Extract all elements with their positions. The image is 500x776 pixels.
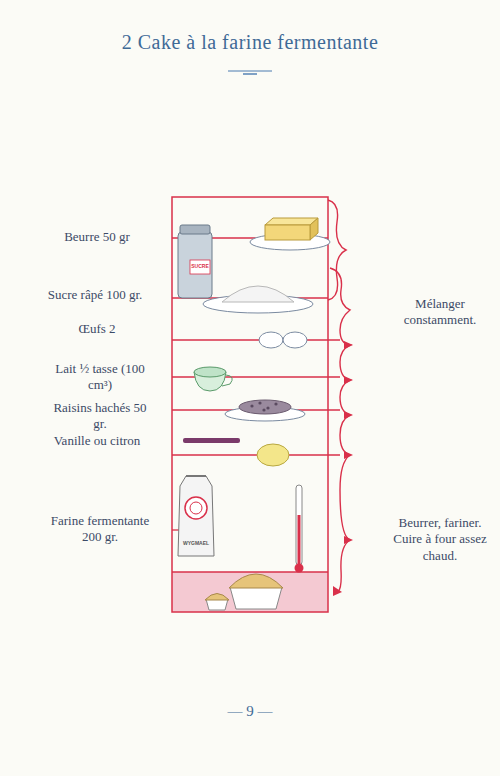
band-line [172, 571, 328, 572]
ingredient-label: Farine fermentante 200 gr. [41, 513, 159, 546]
raisin-plate [225, 400, 305, 421]
thermometer [295, 485, 304, 573]
egg [259, 332, 283, 348]
cup-rim [194, 367, 226, 377]
sugar-pile [222, 286, 294, 302]
raisins [250, 401, 277, 411]
flour-bag [178, 476, 214, 556]
ingredient-label: Raisins hachés 50 gr. [50, 400, 150, 433]
bag [178, 476, 214, 556]
ornament-line [228, 71, 272, 72]
thermometer-mercury [298, 515, 301, 567]
ingredient-label: Vanille ou citron [32, 433, 162, 449]
arrowhead [344, 451, 353, 459]
ingredient-label: Lait ½ tasse (100 cm³) [54, 361, 146, 394]
brace [328, 200, 346, 300]
wavy-brace [330, 268, 350, 592]
eggs [259, 332, 307, 348]
raisin-pile [239, 400, 291, 414]
arrowhead [344, 536, 353, 544]
raisin [262, 408, 265, 411]
bag-brand: WYGMAEL [178, 540, 214, 546]
raisin [274, 402, 277, 405]
title-ornament [228, 71, 272, 74]
cup-handle [222, 375, 232, 386]
egg [283, 332, 307, 348]
arrowhead [344, 411, 353, 419]
jar-lid [180, 225, 210, 234]
lemon [257, 444, 289, 466]
vanilla-pod [183, 438, 240, 443]
butter-block [265, 225, 310, 240]
cake [205, 574, 283, 610]
cake-top [229, 574, 283, 588]
ingredient-label: Sucre râpé 100 gr. [25, 287, 165, 303]
bag-tie [186, 475, 206, 477]
raisin [250, 404, 253, 407]
milk-cup [194, 367, 232, 391]
jar-body [178, 232, 212, 298]
recipe-title: 2 Cake à la farine fermentante [40, 30, 460, 55]
raisin [258, 401, 261, 404]
bag-logo [185, 497, 207, 519]
butter-top [265, 218, 318, 225]
thermometer-bulb [295, 564, 304, 573]
instruction-note: Mélanger constamment. [390, 296, 490, 329]
jar-text: SUCRE [188, 263, 212, 269]
ingredient-frame [172, 197, 328, 612]
cake-tin [230, 587, 282, 609]
instruction-note: Beurrer, fariner. Cuire à four assez cha… [393, 515, 488, 564]
arrowhead [333, 586, 342, 596]
brackets [328, 200, 350, 592]
leader-line [172, 339, 340, 340]
arrowhead [344, 376, 353, 384]
ingredient-label: Œufs 2 [47, 321, 147, 337]
ingredient-label: Beurre 50 gr [32, 229, 162, 245]
arrowhead [344, 341, 353, 349]
ornament-line [243, 73, 257, 74]
butter-side [310, 218, 318, 240]
arrowheads [333, 341, 353, 596]
leader-line [172, 454, 340, 455]
small-tin [206, 599, 228, 610]
oven-band [172, 572, 328, 612]
sugar-jar [178, 225, 212, 298]
small-cake-top [205, 594, 229, 601]
butter-plate [250, 218, 330, 250]
bag-logo [190, 502, 202, 514]
raisin [266, 406, 269, 409]
sugar-plate [203, 286, 313, 313]
page-number: — 9 — [200, 702, 300, 721]
